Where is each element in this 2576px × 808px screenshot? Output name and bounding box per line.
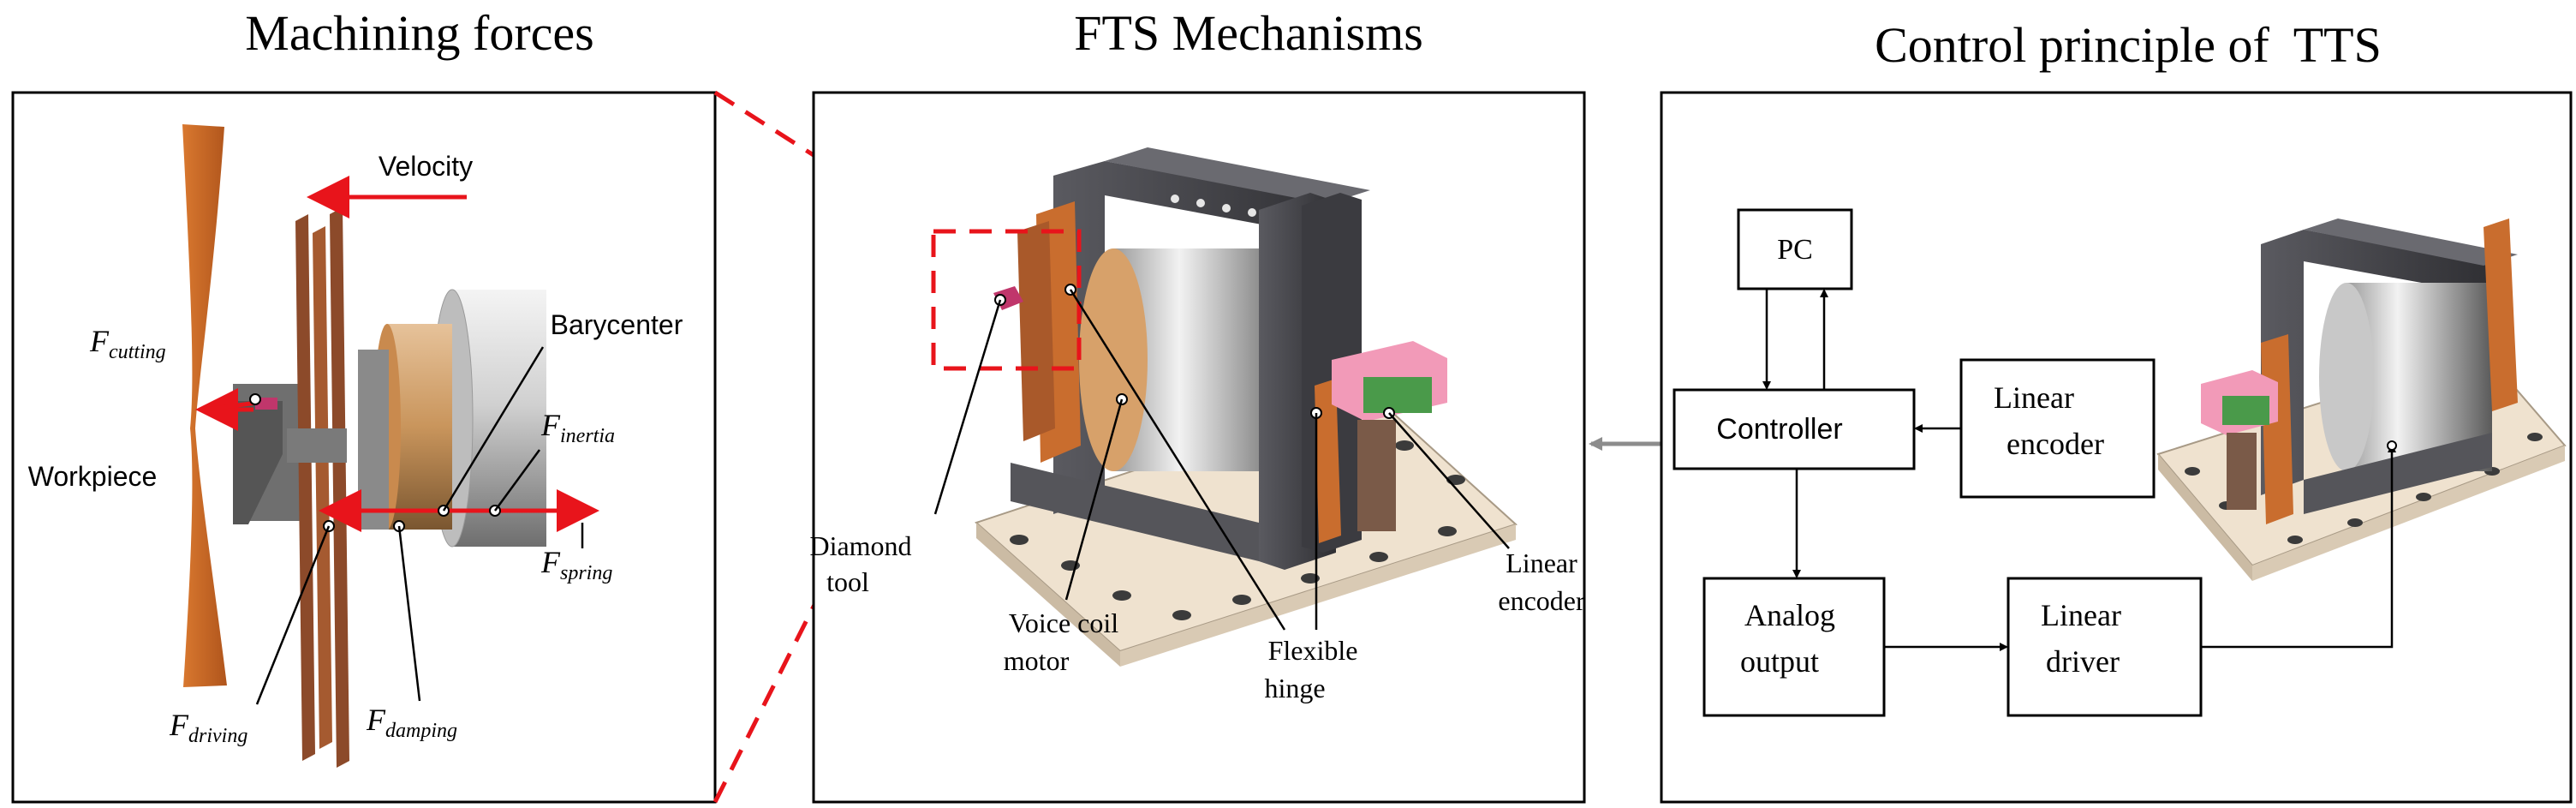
label-f-spring-sub: spring xyxy=(560,562,612,584)
block-analog-output-label-2: output xyxy=(1740,644,1819,679)
ctrl-motor-point xyxy=(2387,440,2397,451)
label-voice-coil-1: Voice coil xyxy=(1009,607,1118,638)
label-f-spring: Fspring xyxy=(540,545,612,584)
block-analog-output-label-1: Analog xyxy=(1744,598,1835,632)
leader-driving xyxy=(255,525,331,705)
block-linear-driver xyxy=(2007,577,2203,717)
label-f-cutting: Fcutting xyxy=(89,324,166,363)
label-voice-coil-2: motor xyxy=(1004,645,1070,676)
hub-plate xyxy=(358,350,389,530)
panel-title-control-principle: Control principle of TTS xyxy=(1875,17,2382,73)
block-controller xyxy=(1673,388,1916,470)
fts-hinge-plates-right xyxy=(1315,379,1341,543)
point-cutting xyxy=(249,393,261,405)
leader-fts-encoder xyxy=(1388,412,1510,549)
leader-fts-hinge xyxy=(1069,289,1286,631)
hinge-plate-3 xyxy=(330,207,349,768)
base-plate-front xyxy=(1120,524,1516,667)
label-f-cutting-symbol: F xyxy=(89,324,110,358)
label-diamond-tool-1: Diamond xyxy=(809,530,911,561)
frame-back xyxy=(1053,161,1345,514)
label-f-inertia-symbol: F xyxy=(540,408,561,442)
label-f-inertia-sub: inertia xyxy=(560,425,615,447)
velocity-label: Velocity xyxy=(379,151,473,182)
label-f-driving-sub: driving xyxy=(188,725,247,747)
leader-fts-motor xyxy=(1064,398,1124,601)
fts-hinge-plates-left-2 xyxy=(1017,221,1055,441)
workpiece-label: Workpiece xyxy=(28,461,158,492)
panel-title-fts-mechanisms: FTS Mechanisms xyxy=(1074,5,1423,61)
label-f-driving-symbol: F xyxy=(169,708,189,742)
ctrl-hinge-plates-right xyxy=(2484,218,2518,411)
block-linear-driver-label-1: Linear xyxy=(2041,598,2121,632)
label-f-damping-symbol: F xyxy=(366,703,386,737)
label-f-cutting-sub: cutting xyxy=(109,341,166,363)
ctrl-frame-front xyxy=(2304,433,2492,514)
ctrl-encoder-board xyxy=(2222,396,2269,425)
hinge-plate-2 xyxy=(313,226,332,749)
block-controller-label: Controller xyxy=(1716,413,1842,446)
panel-title-machining-forces: Machining forces xyxy=(245,5,593,61)
encoder-mount xyxy=(1357,420,1396,531)
label-f-damping: Fdamping xyxy=(366,703,457,742)
encoder-board xyxy=(1363,377,1432,413)
ctrl-base-plate-side xyxy=(2158,454,2252,581)
block-linear-driver-label-2: driver xyxy=(2046,644,2120,679)
frame-top xyxy=(1105,147,1370,204)
panel-machining-forces: Velocity Workpiece Barycenter Fcutting F… xyxy=(11,91,717,804)
barycenter-label: Barycenter xyxy=(551,309,683,340)
block-pc xyxy=(1737,208,1853,290)
block-linear-encoder xyxy=(1959,358,2156,499)
ctrl-frame-top xyxy=(2304,218,2518,266)
ctrl-motor-face xyxy=(2319,283,2374,471)
label-flexible-hinge-2: hinge xyxy=(1264,673,1325,703)
force-arrow-cutting-tail xyxy=(205,400,258,412)
ctrl-hinge-plates xyxy=(2261,334,2293,524)
hinge-clamp xyxy=(287,428,347,463)
label-f-spring-symbol: F xyxy=(540,545,561,579)
base-plate-side xyxy=(976,523,1120,667)
label-f-inertia: Finertia xyxy=(540,408,615,447)
leader-barycenter xyxy=(442,346,545,512)
label-flexible-hinge-1: Flexible xyxy=(1268,635,1358,666)
label-linear-encoder-1: Linear xyxy=(1506,548,1577,578)
arrow-driver-to-motor xyxy=(2201,444,2396,649)
label-f-damping-sub: damping xyxy=(385,720,457,742)
block-linear-encoder-label-1: Linear xyxy=(1994,380,2074,415)
voice-coil-motor-face xyxy=(1079,248,1148,471)
leader-damping xyxy=(397,525,421,702)
block-pc-label: PC xyxy=(1777,234,1813,266)
zoom-region-box xyxy=(931,229,1082,371)
leader-fts-tool xyxy=(933,299,1002,515)
ctrl-base-plate-front xyxy=(2252,446,2565,581)
ctrl-encoder-mount xyxy=(2227,433,2257,510)
label-linear-encoder-2: encoder xyxy=(1498,585,1585,616)
leader-inertia xyxy=(493,449,541,512)
label-f-driving: Fdriving xyxy=(169,708,247,747)
panel-control-principle: PC Controller Linear encoder Analog outp… xyxy=(1660,91,2573,804)
tool-holder-wedge xyxy=(233,401,283,524)
hinge-plate-1 xyxy=(295,214,315,761)
block-analog-output xyxy=(1702,577,1886,717)
label-diamond-tool-2: tool xyxy=(826,566,869,597)
frame-bottom xyxy=(1011,463,1259,561)
block-linear-encoder-label-2: encoder xyxy=(2007,427,2104,461)
panel-fts-mechanisms: Diamond tool Voice coil motor Flexible h… xyxy=(809,91,1586,804)
workpiece-shape xyxy=(182,124,227,687)
